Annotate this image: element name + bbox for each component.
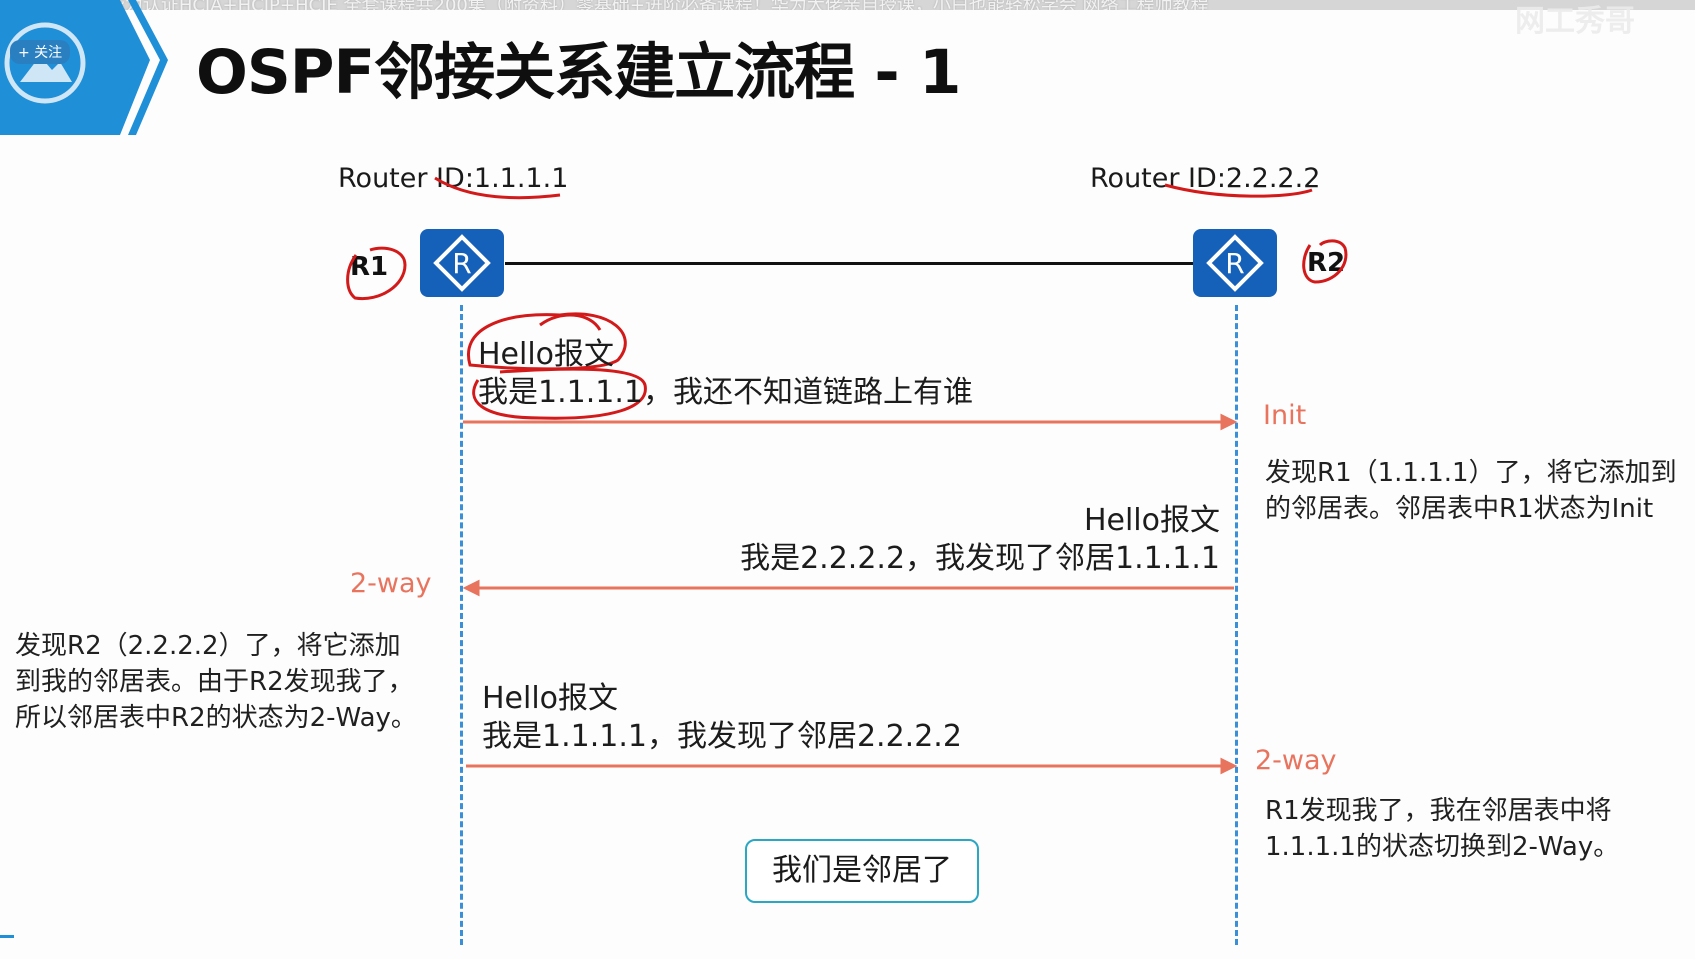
router-glyph: R bbox=[452, 247, 471, 280]
hand-annotations bbox=[346, 176, 1348, 420]
state-r2-2way: 2-way bbox=[1255, 745, 1337, 776]
desc-line: 到我的邻居表。由于R2发现我了， bbox=[15, 667, 414, 697]
desc-line: R1发现我了，我在邻居表中将 bbox=[1265, 796, 1612, 826]
arrow-3-head bbox=[1220, 757, 1238, 775]
underline-r2-id bbox=[1164, 183, 1313, 198]
r1-lifeline bbox=[460, 305, 463, 945]
link-line bbox=[505, 262, 1195, 265]
arrow-1-head bbox=[1220, 413, 1238, 431]
router-icon: R bbox=[1206, 234, 1264, 292]
desc-line: 发现R1（1.1.1.1）了，将它添加到 bbox=[1265, 458, 1677, 488]
logo-banner bbox=[0, 0, 168, 135]
state-r1-2way: 2-way bbox=[350, 568, 432, 599]
underline-r1-id bbox=[434, 176, 561, 200]
desc-r2-2way: R1发现我了，我在邻居表中将 1.1.1.1的状态切换到2-Way。 bbox=[1265, 793, 1619, 865]
r2-router: R bbox=[1193, 229, 1277, 297]
desc-line: 1.1.1.1的状态切换到2-Way。 bbox=[1265, 832, 1620, 862]
desc-line: 发现R2（2.2.2.2）了，将它添加 bbox=[15, 631, 401, 661]
header-marquee-text: 2023最新版)华为认证HCIA+HCIP+HCIE 全套课程共200集（附资料… bbox=[0, 0, 1209, 10]
progress-bar[interactable] bbox=[0, 935, 14, 938]
hello-tick bbox=[539, 313, 602, 331]
r2-lifeline bbox=[1235, 305, 1238, 945]
header-marquee-band: 2023最新版)华为认证HCIA+HCIP+HCIE 全套课程共200集（附资料… bbox=[0, 0, 1695, 10]
page-title: OSPF邻接关系建立流程 - 1 bbox=[196, 37, 961, 108]
watermark: 网工秀哥 bbox=[1515, 4, 1635, 39]
msg3-line2: 我是1.1.1.1，我发现了邻居2.2.2.2 bbox=[482, 719, 962, 754]
msg3-line1: Hello报文 bbox=[482, 681, 619, 716]
msg2-line1: Hello报文 bbox=[1083, 503, 1220, 538]
router-icon: R bbox=[433, 234, 491, 292]
r1-router: R bbox=[420, 229, 504, 297]
desc-r1-2way: 发现R2（2.2.2.2）了，将它添加 到我的邻居表。由于R2发现我了， 所以邻… bbox=[15, 628, 417, 736]
neighbors-box: 我们是邻居了 bbox=[745, 839, 979, 903]
router-glyph: R bbox=[1225, 247, 1244, 280]
r2-router-id: Router ID:2.2.2.2 bbox=[1090, 163, 1321, 194]
circle-r1 bbox=[346, 246, 407, 301]
follow-button[interactable]: + 关注 bbox=[10, 40, 71, 64]
msg1-line2: 我是1.1.1.1，我还不知道链路上有谁 bbox=[478, 375, 973, 410]
msg1-line1: Hello报文 bbox=[478, 337, 615, 372]
desc-line: 所以邻居表中R2的状态为2-Way。 bbox=[15, 703, 417, 733]
r1-router-id: Router ID:1.1.1.1 bbox=[338, 163, 569, 194]
arrow-2-head bbox=[462, 579, 480, 597]
desc-r2-init: 发现R1（1.1.1.1）了，将它添加到 的邻居表。邻居表中R1状态为Init bbox=[1265, 455, 1677, 527]
msg2-line2: 我是2.2.2.2，我发现了邻居1.1.1.1 bbox=[740, 541, 1220, 576]
desc-line: 的邻居表。邻居表中R1状态为Init bbox=[1265, 494, 1654, 524]
logo-mountain-icon bbox=[4, 22, 86, 104]
state-r2-init: Init bbox=[1263, 400, 1307, 431]
circle-r2 bbox=[1302, 239, 1348, 284]
circle-my-id bbox=[472, 367, 647, 420]
